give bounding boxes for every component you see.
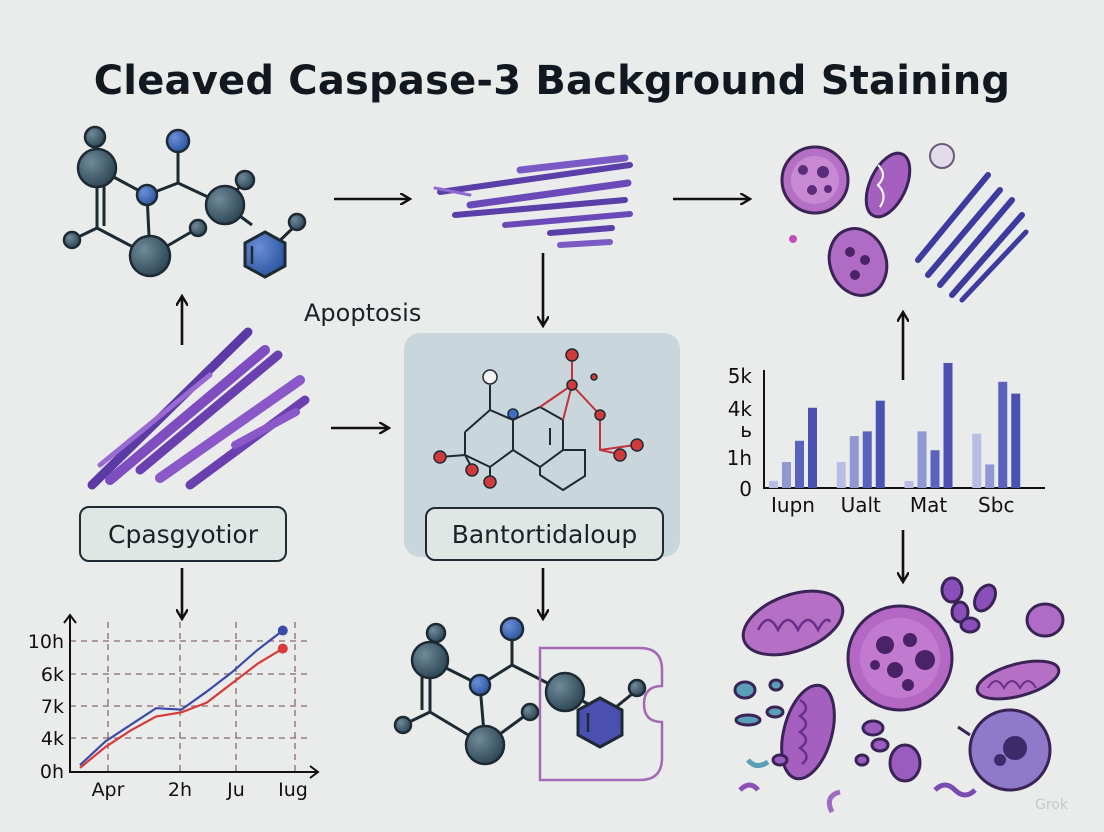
- bar-chart-x-tick: Sbc: [978, 493, 1014, 517]
- watermark: Grok: [1035, 797, 1068, 813]
- line-chart-y-tick: 10h: [28, 631, 64, 653]
- line-chart-x-tick: Iug: [278, 779, 308, 801]
- bar-chart-y-tick: ь: [740, 418, 752, 442]
- bar: [782, 462, 791, 488]
- bar-chart-y-tick: 0: [739, 477, 752, 501]
- fiber-bundle-top: [433, 154, 633, 248]
- bar-chart-y-tick: 4k: [728, 397, 753, 421]
- line-chart-x-tick: Apr: [92, 779, 125, 801]
- bar-chart-y-tick: 1h: [727, 446, 752, 470]
- line-chart-x-tick: 2h: [168, 779, 192, 801]
- flow-arrows: [182, 199, 903, 617]
- bar: [808, 407, 817, 488]
- cells-top-right: [780, 143, 955, 297]
- bar: [943, 362, 953, 488]
- line-chart-x-tick: Ju: [226, 779, 245, 801]
- molecule-bottom-center-atoms: [393, 616, 647, 766]
- line-series: [79, 647, 284, 769]
- bar: [875, 400, 885, 488]
- line-series: [79, 629, 284, 766]
- left-process-label: Cpasgyotior: [79, 506, 287, 562]
- bar: [795, 440, 804, 488]
- fiber-bundle-right: [915, 172, 1029, 303]
- line-chart-axes: [69, 615, 318, 773]
- bar: [930, 450, 940, 488]
- line-chart-y-tick: 7k: [41, 696, 64, 718]
- bar: [1011, 393, 1021, 488]
- line-chart-y-tick: 6k: [41, 664, 64, 686]
- line-chart-y-tick: 4k: [41, 728, 64, 750]
- bar-chart-x-tick: Ualt: [841, 493, 881, 517]
- bar: [769, 480, 778, 488]
- bar: [998, 381, 1008, 488]
- bar: [904, 480, 914, 488]
- line-series-endpoint: [277, 625, 288, 636]
- cells-bottom-right: [733, 576, 1065, 814]
- bar: [836, 462, 846, 488]
- line-series-endpoint: [277, 643, 288, 654]
- apoptosis-label: Apoptosis: [304, 299, 422, 327]
- fiber-bundle-left: [87, 327, 310, 490]
- bar: [985, 464, 995, 488]
- bar: [849, 436, 859, 488]
- line-chart-y-tick: 0h: [40, 761, 64, 783]
- diagram-title: Cleaved Caspase-3 Background Staining: [93, 58, 1011, 104]
- bar-chart-y-tick: 5k: [728, 364, 753, 388]
- molecule-center-atoms: [433, 348, 644, 489]
- bar: [862, 431, 872, 488]
- bar-chart-x-tick: Iupn: [771, 493, 815, 517]
- bar-chart-x-tick: Mat: [910, 493, 948, 517]
- molecule-top-left-atoms: [62, 125, 307, 278]
- bar: [917, 431, 927, 488]
- center-process-label: Bantortidaloup: [425, 507, 664, 561]
- bar: [972, 433, 982, 488]
